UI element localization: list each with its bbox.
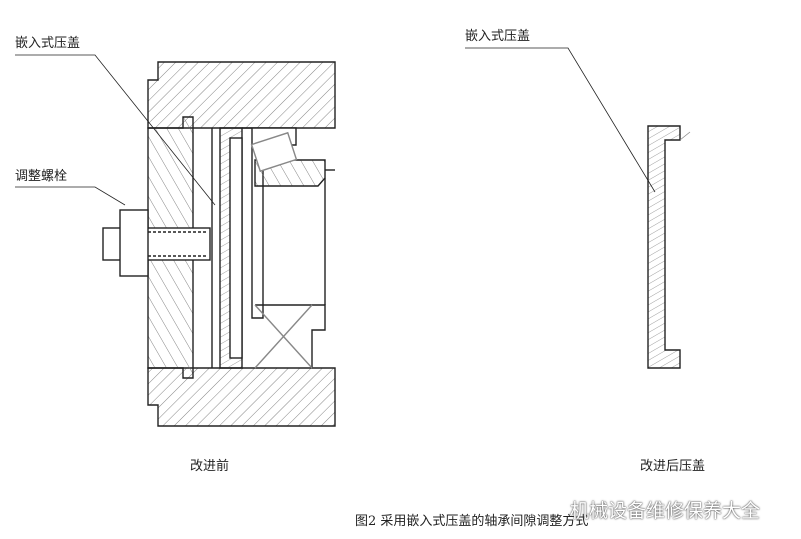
housing-bottom (147, 367, 336, 427)
bolt-head (119, 209, 149, 277)
watermark: 机械设备维修保养大全 (570, 500, 761, 522)
roller (250, 131, 298, 173)
housing-top (147, 61, 336, 129)
label-before: 改进前 (190, 459, 230, 474)
adjust-bolt (102, 227, 211, 261)
improved-cover (647, 125, 681, 369)
leader-bolt (15, 186, 126, 206)
figure-caption: 图2 采用嵌入式压盖的轴承间隙调整方式 (355, 514, 589, 529)
label-after: 改进后压盖 (640, 459, 706, 474)
label-left-cover: 嵌入式压盖 (15, 36, 81, 51)
leader-left-cover (15, 54, 216, 206)
leader-right-cover (465, 47, 656, 193)
label-right-cover: 嵌入式压盖 (465, 29, 531, 44)
label-adjust-bolt: 调整螺栓 (15, 169, 68, 184)
